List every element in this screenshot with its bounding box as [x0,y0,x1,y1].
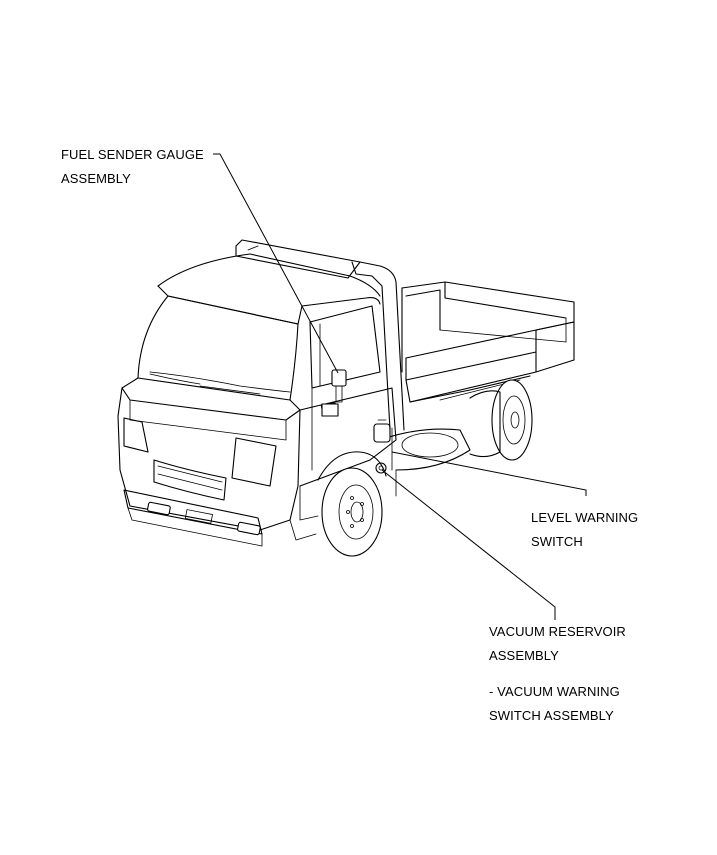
vacuum-reservoir-line1: VACUUM RESERVOIR [489,624,626,639]
vacuum-reservoir-line2: ASSEMBLY [489,648,559,663]
cargo-bed [401,281,575,403]
level-warning-switch-label: LEVEL WARNING SWITCH [531,506,638,554]
vacuum-warning-line2: SWITCH ASSEMBLY [489,708,614,723]
fuel-sender-gauge-label: FUEL SENDER GAUGE ASSEMBLY [61,143,204,191]
vacuum-warning-line1: - VACUUM WARNING [489,684,620,699]
vacuum-warning-switch-label: - VACUUM WARNING SWITCH ASSEMBLY [489,680,620,728]
level-warning-line2: SWITCH [531,534,583,549]
level-warning-line1: LEVEL WARNING [531,510,639,525]
rear-wheel [469,379,533,461]
vacuum-reservoir-label: VACUUM RESERVOIR ASSEMBLY [489,620,626,668]
front-wheel [317,451,387,557]
fuel-sender-line2: ASSEMBLY [61,171,131,186]
cab [117,239,405,547]
leader-lines [213,153,587,620]
fuel-sender-line1: FUEL SENDER GAUGE [61,147,204,162]
chassis [373,419,471,497]
fuel-sender-component [321,369,347,417]
